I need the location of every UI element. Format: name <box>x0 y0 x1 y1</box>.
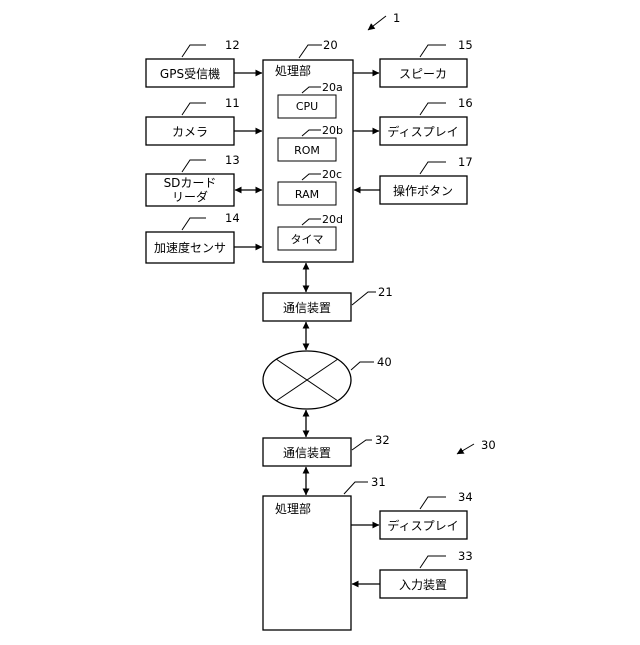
comm-device-1-block: 通信装置 21 <box>263 285 393 321</box>
server-processing-unit-box <box>263 496 351 630</box>
gps-receiver-block: GPS受信機 12 <box>146 38 262 87</box>
input-device-block: 入力装置 33 <box>352 549 473 598</box>
operation-button-label: 操作ボタン <box>393 183 453 198</box>
ram-label: RAM <box>295 188 319 201</box>
timer-label: タイマ <box>291 233 324 246</box>
camera-label: カメラ <box>172 125 208 139</box>
sd-card-reader-ref: 13 <box>225 153 240 167</box>
accel-sensor-block: 加速度センサ 14 <box>146 211 262 263</box>
processing-unit-ref: 20 <box>323 38 338 52</box>
comm-device-2-block: 通信装置 32 <box>263 433 390 466</box>
accel-sensor-ref: 14 <box>225 211 240 225</box>
display-ref: 16 <box>458 96 473 110</box>
server-display-label: ディスプレイ <box>387 518 458 533</box>
sd-card-reader-label-line1: SDカード <box>164 176 217 190</box>
network-block: 40 <box>263 351 392 409</box>
comm-device-2-ref: 32 <box>375 433 390 447</box>
server-processing-unit-label: 処理部 <box>275 501 311 516</box>
processing-unit-label: 処理部 <box>275 63 311 78</box>
operation-button-block: 操作ボタン 17 <box>354 155 473 204</box>
display-label: ディスプレイ <box>387 124 458 139</box>
ref-server-label: 30 <box>457 438 496 454</box>
network-ref: 40 <box>377 355 392 369</box>
input-device-ref: 33 <box>458 549 473 563</box>
server-processing-unit-ref: 31 <box>371 475 386 489</box>
rom-label: ROM <box>294 144 320 157</box>
comm-device-2-label: 通信装置 <box>283 446 331 460</box>
accel-sensor-label: 加速度センサ <box>154 240 226 255</box>
input-device-label: 入力装置 <box>399 578 447 592</box>
comm-device-1-label: 通信装置 <box>283 301 331 315</box>
camera-ref: 11 <box>225 96 240 110</box>
speaker-label: スピーカ <box>399 67 447 81</box>
svg-text:1: 1 <box>393 11 400 25</box>
sd-card-reader-label-line2: リーダ <box>172 189 208 204</box>
cpu-ref: 20a <box>322 81 343 94</box>
camera-block: カメラ 11 <box>146 96 262 145</box>
cpu-label: CPU <box>296 100 318 113</box>
timer-ref: 20d <box>322 213 343 226</box>
display-block: ディスプレイ 16 <box>353 96 473 145</box>
ram-ref: 20c <box>322 168 342 181</box>
gps-receiver-label: GPS受信機 <box>160 66 220 81</box>
svg-text:30: 30 <box>481 438 496 452</box>
gps-receiver-ref: 12 <box>225 38 240 52</box>
rom-ref: 20b <box>322 124 343 137</box>
comm-device-1-ref: 21 <box>378 285 393 299</box>
server-display-block: ディスプレイ 34 <box>351 490 473 539</box>
processing-unit-block: 処理部 20 CPU 20a ROM 20b RAM 20c タイマ 20d <box>263 38 353 262</box>
server-display-ref: 34 <box>458 490 473 504</box>
speaker-block: スピーカ 15 <box>353 38 473 87</box>
server-processing-unit-block: 処理部 31 <box>263 475 386 630</box>
ref-device-label: 1 <box>368 11 400 30</box>
sd-card-reader-block: SDカード リーダ 13 <box>146 153 262 206</box>
speaker-ref: 15 <box>458 38 473 52</box>
operation-button-ref: 17 <box>458 155 473 169</box>
